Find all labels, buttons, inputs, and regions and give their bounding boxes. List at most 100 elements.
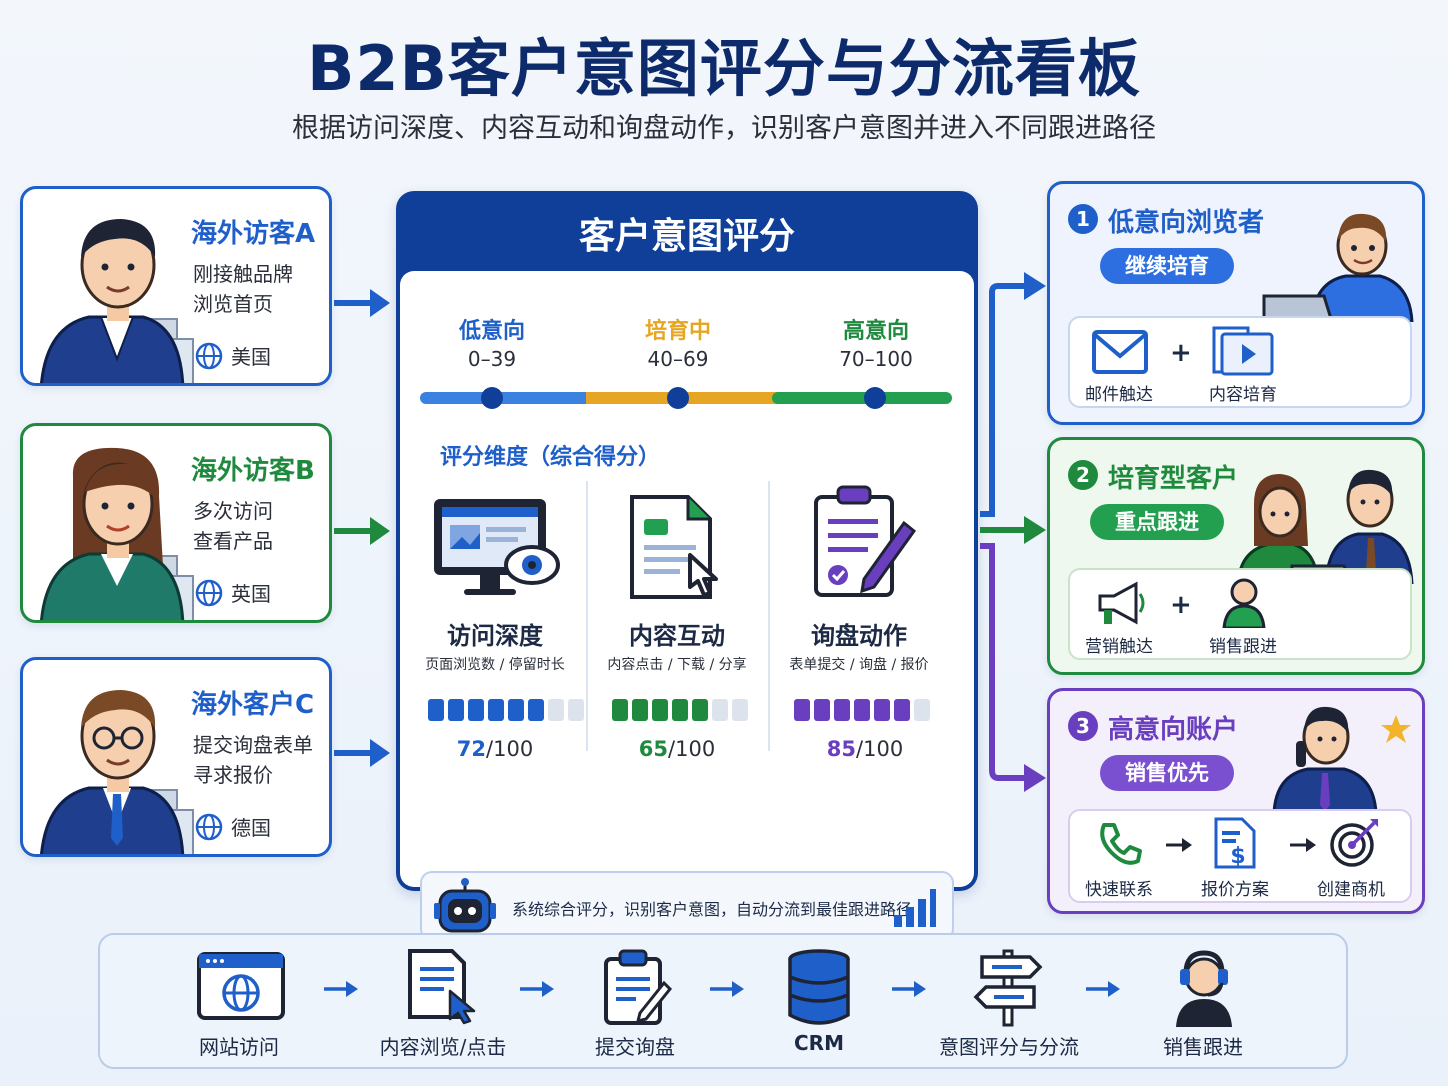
result-number-badge: 2 [1068, 460, 1098, 490]
divider [768, 481, 770, 751]
score-bar-segment [732, 699, 748, 721]
segment-mid-label: 培育中 [644, 319, 711, 344]
pipeline-step-label: 提交询盘 [595, 1035, 675, 1059]
divider [586, 481, 588, 751]
result-action-label: 快速联系 [1085, 880, 1153, 900]
arrow-right-icon [1086, 981, 1120, 997]
score-bar-segment [508, 699, 524, 721]
score-bar-segment [652, 699, 668, 721]
segment-low-range: 0–39 [467, 347, 517, 371]
visitor-card-a: 海外访客A 刚接触品牌 浏览首页 美国 [20, 186, 332, 386]
panel-title: 客户意图评分 [578, 216, 795, 257]
score-bar-segment [468, 699, 484, 721]
score-bar-segment [834, 699, 850, 721]
panel-body: 低意向 0–39 培育中 40–69 高意向 70–100 评分维度（综合得分） [400, 271, 974, 941]
pipeline-step-label: 意图评分与分流 [939, 1035, 1079, 1059]
result-title: 低意向浏览者 [1108, 208, 1265, 238]
arrow-right-icon [520, 981, 554, 997]
document-cursor-icon [408, 949, 476, 1025]
arrow-right-icon [324, 981, 358, 997]
visitor-description: 刚接触品牌 浏览首页 [193, 262, 293, 316]
plus-sign: + [1170, 338, 1192, 368]
score-bar-segment [854, 699, 870, 721]
segment-high-range: 70–100 [839, 347, 913, 371]
pipeline-step-label: 网站访问 [199, 1035, 279, 1059]
routing-arrows [980, 272, 1046, 792]
summary-text: 系统综合评分，识别客户意图，自动分流到最佳跟进路径 [512, 900, 913, 919]
score-bar-segment [548, 699, 564, 721]
visitor-country: 英国 [195, 578, 271, 607]
dimension-score-bars [428, 699, 584, 721]
visitor-country: 德国 [195, 812, 271, 841]
dimension-subtitle: 内容点击 / 下载 / 分享 [607, 657, 747, 673]
score-bar-segment [874, 699, 890, 721]
businesswoman-avatar-icon [40, 447, 194, 620]
result-action-pill: 继续培育 [1100, 248, 1234, 284]
pipeline-step-label: 销售跟进 [1163, 1035, 1243, 1059]
signpost-icon [973, 949, 1043, 1027]
dimension-title: 内容互动 [629, 622, 725, 650]
visitor-description: 多次访问 查看产品 [193, 499, 273, 553]
page-subtitle: 根据访问深度、内容互动和询盘动作，识别客户意图并进入不同跟进路径 [292, 113, 1156, 144]
score-bar-segment [914, 699, 930, 721]
result-title: 高意向账户 [1108, 715, 1239, 745]
result-action-pill: 重点跟进 [1090, 504, 1224, 540]
result-action-label: 销售跟进 [1209, 637, 1277, 657]
score-bar-segment [528, 699, 544, 721]
globe-icon [195, 813, 223, 840]
robot-icon [434, 878, 496, 933]
megaphone-icon [1098, 581, 1145, 625]
result-action-pill: 销售优先 [1100, 755, 1234, 791]
bar-chart-icon [894, 889, 936, 927]
score-bar-segment [692, 699, 708, 721]
laptop-user-icon [1262, 213, 1414, 322]
result-action-label: 创建商机 [1317, 880, 1385, 900]
browser-globe-icon [197, 952, 285, 1020]
clipboard-pen-icon [814, 485, 917, 597]
visitor-name: 海外客户C [191, 690, 315, 720]
businessman-avatar-icon [40, 219, 194, 383]
dimension-score-bars [794, 699, 930, 721]
result-card-high-intent: 3 高意向账户 销售优先 快速联系 $ 报价方案 创建商机 [1047, 688, 1425, 914]
globe-icon [195, 342, 223, 369]
result-actions-box: 营销触达 + 销售跟进 [1068, 568, 1412, 660]
arrow-right-icon [334, 517, 390, 545]
result-card-low-intent: 1 低意向浏览者 继续培育 邮件触达 + 内容培育 [1047, 181, 1425, 425]
monitor-eye-icon [434, 499, 560, 595]
score-bar-segment [894, 699, 910, 721]
result-action-label: 内容培育 [1209, 385, 1277, 405]
result-number-badge: 1 [1068, 204, 1098, 234]
visitor-description: 提交询盘表单 寻求报价 [193, 733, 313, 787]
result-action-label: 邮件触达 [1085, 385, 1153, 405]
visitor-name: 海外访客B [191, 456, 315, 486]
dimension-score: 85/100 [826, 737, 904, 761]
visitor-card-b: 海外访客B 多次访问 查看产品 英国 [20, 423, 332, 623]
visitor-country: 美国 [195, 341, 271, 370]
arrow-right-icon [1166, 838, 1192, 852]
dimension-subtitle: 表单提交 / 询盘 / 报价 [789, 657, 929, 673]
score-bar-segment [672, 699, 688, 721]
arrow-right-icon [334, 289, 390, 317]
target-icon [1330, 819, 1378, 867]
score-bar-segment [488, 699, 504, 721]
pipeline-step-label: 内容浏览/点击 [379, 1035, 507, 1059]
sales-person-icon [1222, 578, 1266, 628]
process-pipeline: 网站访问 内容浏览/点击 提交询盘 CRM 意图评分与分流 销售跟进 [98, 933, 1348, 1069]
intent-scale-bar [420, 387, 952, 409]
score-bar-segment [448, 699, 464, 721]
score-bar-segment [632, 699, 648, 721]
phone-icon [1100, 823, 1142, 865]
result-actions-box: 快速联系 $ 报价方案 创建商机 [1068, 809, 1412, 903]
dimension-score: 65/100 [638, 737, 716, 761]
dimension-score-bars [612, 699, 748, 721]
intent-scoring-panel: 客户意图评分 低意向 0–39 培育中 40–69 高意向 70–100 评分维… [396, 191, 978, 941]
svg-text:$: $ [1230, 844, 1245, 869]
headset-agent-icon [1176, 950, 1232, 1027]
dimension-title: 询盘动作 [811, 622, 907, 650]
score-bar-segment [712, 699, 728, 721]
sales-team-icon [1236, 469, 1414, 584]
result-title: 培育型客户 [1108, 464, 1239, 494]
score-bar-segment [794, 699, 810, 721]
arrow-right-icon [710, 981, 744, 997]
arrow-right-icon [334, 739, 390, 767]
